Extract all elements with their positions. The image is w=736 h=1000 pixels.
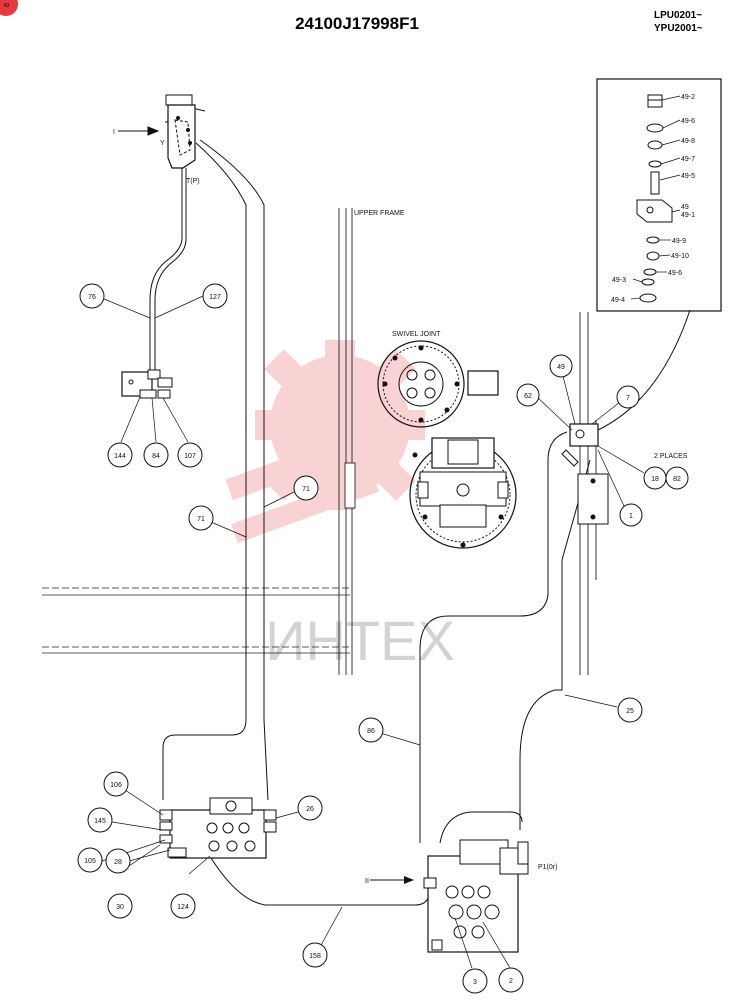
callout-3: 3	[473, 979, 477, 986]
callout-86: 86	[367, 728, 375, 735]
callout-49: 49	[557, 364, 565, 371]
callout-62: 62	[524, 393, 532, 400]
block-49-fitting	[561, 423, 609, 525]
callout-7: 7	[626, 395, 630, 402]
callout-82: 82	[673, 476, 681, 483]
inset-part-49-5: 49-5	[681, 173, 695, 180]
callout-71b: 71	[197, 516, 205, 523]
serial-range-1: LPU0201~	[654, 10, 702, 21]
corner-badge	[0, 0, 18, 16]
callout-71a: 71	[302, 486, 310, 493]
inset-part-49-4: 49-4	[611, 297, 625, 304]
hydraulic-hoses	[149, 139, 691, 906]
callout-25: 25	[626, 708, 634, 715]
callout-107: 107	[184, 453, 196, 460]
inset-part-49-10: 49-10	[671, 253, 689, 260]
callout-18: 18	[651, 476, 659, 483]
callout-1: 1	[629, 513, 633, 520]
inset-part-49-9: 49-9	[672, 238, 686, 245]
pilot-port-y-label: Y	[160, 140, 165, 147]
callout-28: 28	[114, 859, 122, 866]
pilot-valve	[118, 94, 206, 169]
p1-port-label: P1(0r)	[538, 864, 557, 871]
detail-inset: 49-2 49-6 49-8 49-7 49-5 49 49-1 49-9 49…	[596, 78, 722, 312]
callout-30: 30	[116, 904, 124, 911]
two-places-label: 2 PLACES	[654, 453, 688, 460]
upper-frame-label: UPPER FRAME	[354, 210, 405, 217]
drawing-number: 24100J17998F1	[295, 14, 419, 33]
swivel-joint-top-view	[377, 340, 499, 428]
inset-part-49-3: 49-3	[612, 277, 626, 284]
inset-part-49: 49	[681, 204, 689, 211]
callout-144: 144	[114, 453, 126, 460]
callout-105: 105	[84, 858, 96, 865]
inset-part-49-6b: 49-6	[668, 270, 682, 277]
inset-part-49-2: 49-2	[681, 94, 695, 101]
callout-84: 84	[152, 453, 160, 460]
corner-badge-label: ю	[4, 2, 9, 9]
swivel-joint-label: SWIVEL JOINT	[392, 331, 441, 338]
right-valve-arrow	[404, 876, 414, 884]
callout-circles	[77, 283, 689, 994]
callout-106: 106	[110, 782, 122, 789]
left-manifold	[121, 369, 173, 399]
swivel-joint-section-view	[409, 437, 517, 549]
callout-158: 158	[309, 953, 321, 960]
pilot-port-tp-label: T(P)	[186, 178, 200, 185]
callout-26: 26	[306, 806, 314, 813]
watermark-text: ИНТЕХ	[265, 609, 455, 672]
right-control-valve	[370, 839, 529, 953]
callout-2: 2	[509, 978, 513, 985]
callout-124: 124	[177, 904, 189, 911]
watermark-logo	[225, 340, 425, 544]
serial-range-2: YPU2001~	[654, 23, 703, 34]
inset-part-49-1: 49-1	[681, 212, 695, 219]
upper-frame-lines	[338, 208, 356, 675]
left-control-valve	[159, 797, 277, 859]
callout-127: 127	[209, 294, 221, 301]
inset-part-49-8: 49-8	[681, 138, 695, 145]
inset-part-49-6a: 49-6	[681, 118, 695, 125]
arrow-label-ii: II	[365, 878, 369, 885]
arrow-label-i: I	[113, 129, 115, 136]
callout-76: 76	[88, 294, 96, 301]
frame-boundary-lines	[42, 587, 350, 654]
inset-part-49-7: 49-7	[681, 156, 695, 163]
callout-145: 145	[94, 818, 106, 825]
